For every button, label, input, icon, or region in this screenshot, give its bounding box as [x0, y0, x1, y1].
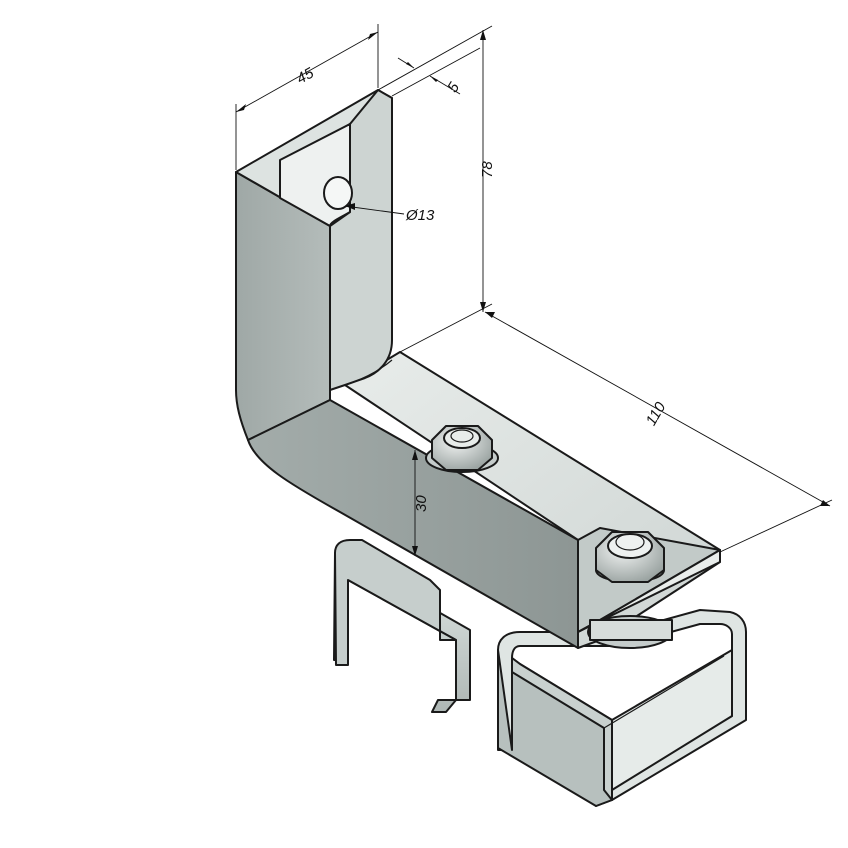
dim-width-label: 45: [294, 64, 317, 87]
dimension-lines: [235, 24, 833, 556]
bolt-rear: [425, 425, 499, 473]
rail-right: [497, 609, 747, 807]
dim-base-height-label: 30: [413, 495, 430, 512]
mounting-hole: [323, 176, 353, 210]
dim-hole-diameter-label: Ø13: [405, 207, 435, 224]
dim-thickness-label: 5: [444, 79, 463, 96]
bracket-vertical-plate: [235, 89, 579, 649]
dim-height-label: 78: [479, 161, 496, 178]
rail-left: [333, 539, 471, 713]
bolt-front: [587, 531, 673, 649]
